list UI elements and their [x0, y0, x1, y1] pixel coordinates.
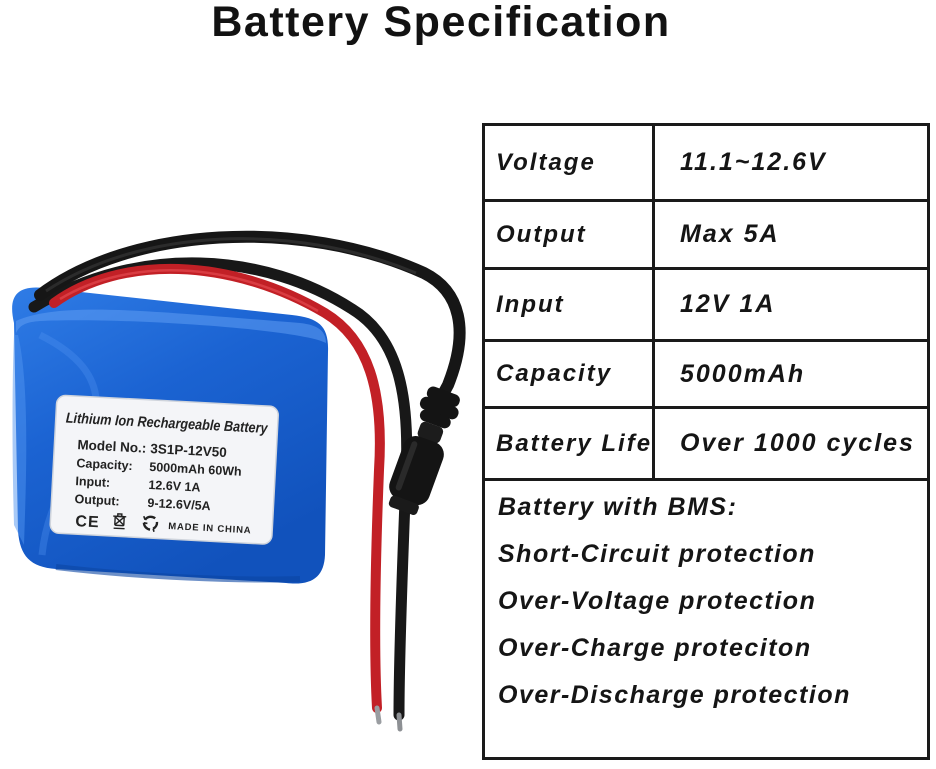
label-value-capacity: 5000mAh 60Wh — [149, 460, 242, 479]
made-in-text: MADE IN CHINA — [168, 521, 252, 536]
spec-value-capacity: 5000mAh — [680, 359, 806, 388]
dc-connector-cable — [34, 230, 466, 410]
spec-value-battery-life: Over 1000 cycles — [680, 429, 915, 457]
battery-photo-svg: Lithium Ion Rechargeable Battery Model N… — [12, 230, 466, 732]
label-value-input: 12.6V 1A — [148, 478, 201, 495]
dc-barrel-connector — [388, 386, 460, 515]
label-value-output: 9-12.6V/5A — [147, 496, 211, 513]
spec-value-voltage: 11.1~12.6V — [680, 148, 827, 176]
label-field-output: Output: — [74, 492, 120, 508]
label-value-model: 3S1P-12V50 — [150, 441, 227, 460]
bms-item-over-charge: Over-Charge proteciton — [498, 634, 812, 662]
weee-bin-icon — [113, 513, 127, 530]
spec-table: Voltage 11.1~12.6V Output Max 5A Input 1… — [482, 123, 930, 760]
spec-value-input: 12V 1A — [680, 290, 776, 318]
battery-left-highlight — [12, 335, 27, 545]
spec-value-output: Max 5A — [680, 220, 780, 248]
bms-item-over-discharge: Over-Discharge protection — [498, 681, 851, 709]
red-wire — [49, 263, 385, 725]
battery-top-highlight — [16, 309, 326, 343]
table-row: Capacity 5000mAh — [485, 342, 927, 409]
black-lead-wire — [28, 257, 413, 732]
spec-label-output: Output — [485, 202, 655, 267]
spec-label-capacity: Capacity — [485, 342, 655, 406]
label-field-input: Input: — [75, 474, 110, 490]
spec-label-input: Input — [485, 270, 655, 339]
battery-pack-photo: Lithium Ion Rechargeable Battery Model N… — [0, 225, 480, 769]
bms-item-over-voltage: Over-Voltage protection — [498, 587, 817, 615]
table-row: Battery Life Over 1000 cycles — [485, 409, 927, 481]
recycle-icon — [142, 515, 159, 532]
page-title: Battery Specification — [211, 0, 671, 46]
spec-label-battery-life: Battery Life — [485, 409, 655, 478]
label-field-model: Model No.: — [77, 437, 147, 456]
spec-label-voltage: Voltage — [485, 126, 655, 199]
table-row: Input 12V 1A — [485, 270, 927, 342]
bms-heading: Battery with BMS: — [498, 493, 738, 521]
bms-item-short-circuit: Short-Circuit protection — [498, 540, 816, 568]
table-row: Voltage 11.1~12.6V — [485, 126, 927, 202]
ce-mark: CE — [75, 513, 100, 531]
battery-label: Lithium Ion Rechargeable Battery Model N… — [49, 394, 279, 545]
red-wire-bare-tip — [374, 705, 382, 725]
battery-bottom-shadow — [55, 564, 301, 583]
table-row: Output Max 5A — [485, 202, 927, 270]
bms-section: Battery with BMS: Short-Circuit protecti… — [485, 481, 927, 719]
black-wire-bare-tip — [396, 712, 403, 732]
label-field-capacity: Capacity: — [76, 456, 133, 473]
